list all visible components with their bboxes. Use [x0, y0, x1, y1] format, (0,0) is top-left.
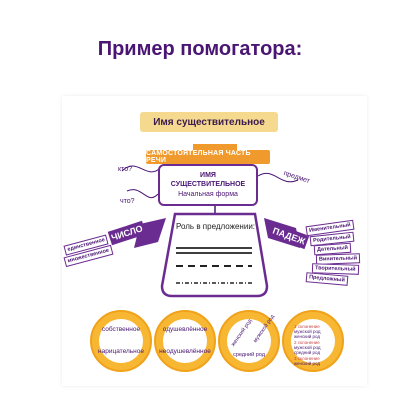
question-who: кто? [118, 166, 133, 173]
circle4-line-6: средний род [294, 350, 321, 355]
circle1-bottom: нарицательное [98, 348, 144, 355]
circle-proper-common: собственное нарицательное [90, 310, 152, 372]
diagram-heading: Имя существительное [140, 112, 278, 132]
category-band: САМОСТОЯТЕЛЬНАЯ ЧАСТЬ РЕЧИ [146, 150, 270, 164]
circle4-line-5: мужской род [294, 345, 321, 350]
circle1-top: собственное [101, 326, 141, 333]
role-label: Роль в предложении: [176, 222, 256, 231]
circle-declension: 1 склонение мужской род женский род 2 ск… [282, 310, 344, 372]
circle-gender: женский род мужской род средний род [218, 310, 280, 372]
circle4-line-7: 3 склонение [294, 356, 320, 361]
question-what: что? [120, 198, 135, 205]
name-line-1: ИМЯ [200, 172, 216, 179]
circle-animate: одушевлённое неодушевлённое [154, 310, 216, 372]
squiggle-left-top [121, 165, 161, 173]
circle2-top: одушевлённое [162, 326, 208, 333]
name-line-3: Начальная форма [178, 191, 238, 198]
noun-name-box: ИМЯ СУЩЕСТВИТЕЛЬНОЕ Начальная форма [158, 164, 258, 206]
circle4-line-8: женский род [294, 361, 321, 366]
circle4-line-1: 1 склонение [294, 324, 320, 329]
circle3-bottom: средний род [233, 352, 265, 358]
name-line-2: СУЩЕСТВИТЕЛЬНОЕ [170, 181, 246, 188]
page-title: Пример помогатора: [97, 38, 303, 60]
circle4-line-4: 2 склонение [294, 340, 320, 345]
circle4-line-2: мужской род [294, 329, 321, 334]
squiggle-right [257, 173, 299, 183]
body-shape [160, 212, 269, 298]
circle2-bottom: неодушевлённое [159, 348, 211, 355]
circle4-line-3: женский род [294, 334, 321, 339]
neck-block [193, 144, 237, 152]
squiggle-left-bottom [126, 189, 159, 199]
